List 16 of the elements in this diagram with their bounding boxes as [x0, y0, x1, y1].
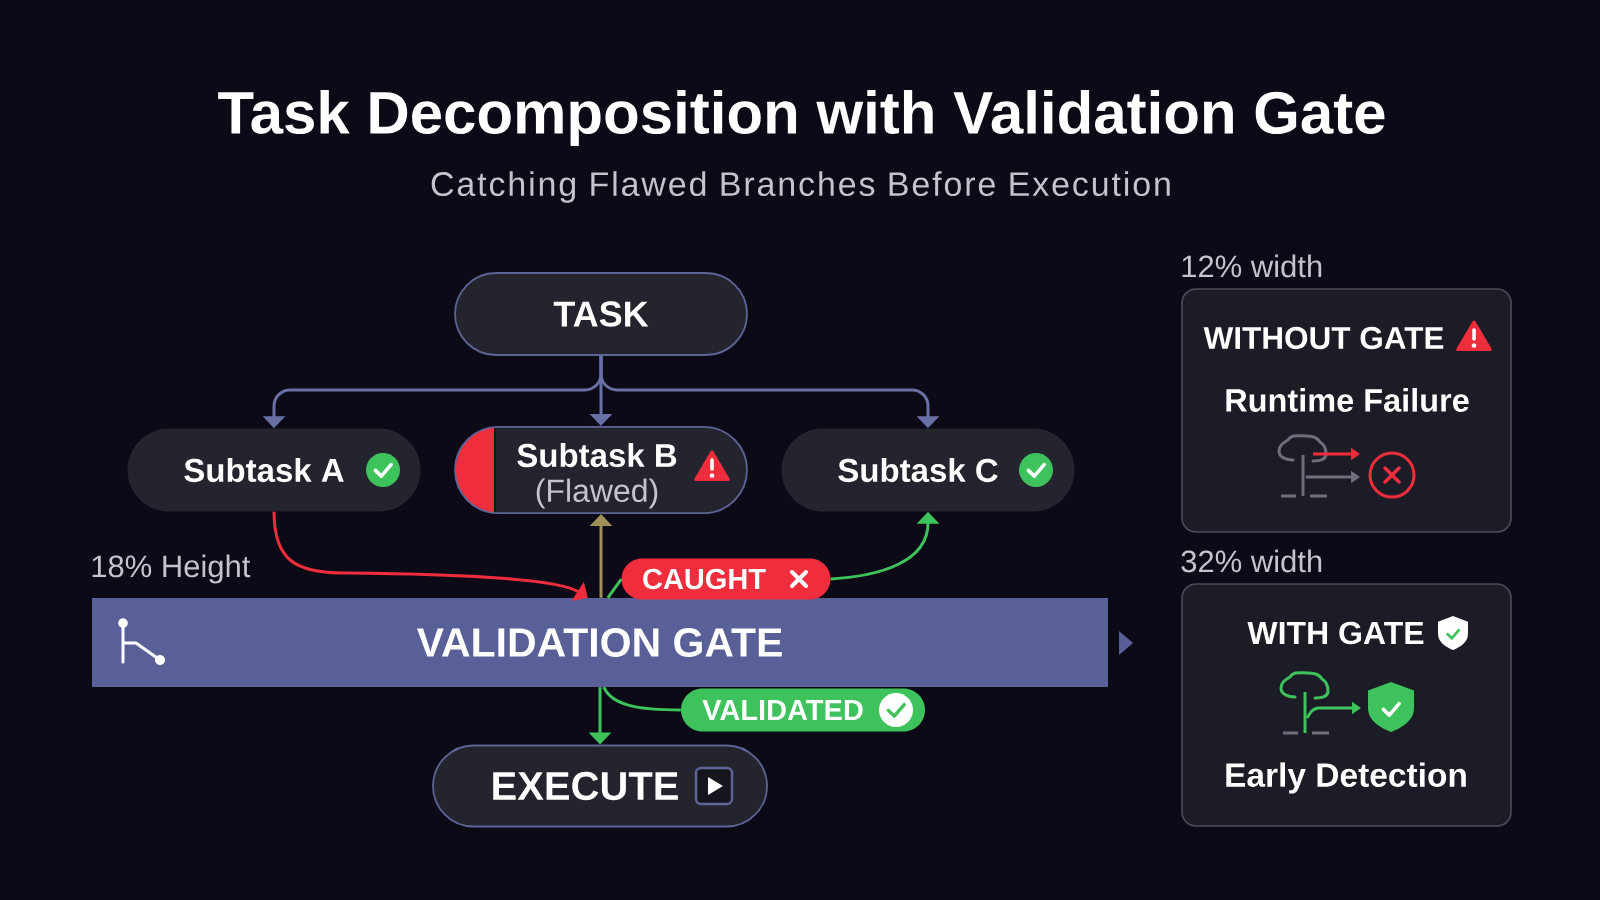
pill-box: Subtask B (Flawed) — [454, 425, 748, 515]
connector-line — [606, 578, 623, 599]
size-note: 12% width — [1182, 254, 1322, 278]
subtitle: Catching Flawed Branches Before Execution — [431, 171, 1170, 203]
size-note: 18% Height — [92, 554, 251, 584]
gate-bar: VALIDATION GATE — [92, 598, 1108, 687]
panel-heading: WITH GATE — [1247, 621, 1424, 645]
pill-box: TASK — [454, 272, 748, 356]
arrow — [272, 511, 588, 601]
title: Task Decomposition with Validation Gate — [218, 90, 1385, 146]
connector-line — [602, 686, 681, 712]
pill-box: EXECUTE — [432, 744, 768, 828]
panel-text: Runtime Failure — [1226, 388, 1469, 412]
size-note: 32% width — [1181, 549, 1322, 573]
panel-heading: WITHOUT GATE — [1203, 326, 1444, 350]
panel-text: Early Detection — [1226, 762, 1466, 794]
